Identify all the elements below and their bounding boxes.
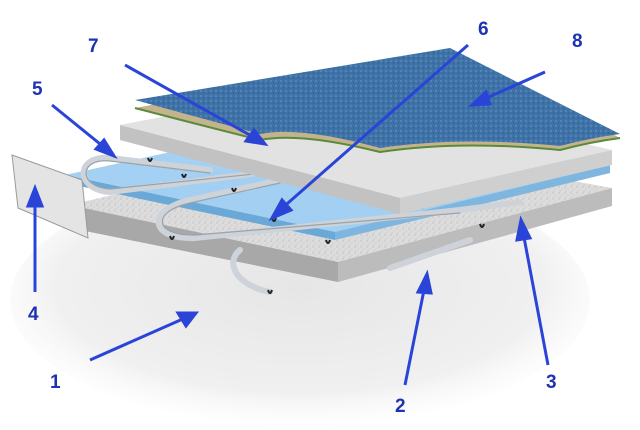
edge-damper-tape [11,154,89,239]
callout-label-1: 1 [50,372,61,393]
arrow-8 [481,70,546,102]
callout-label-8: 8 [572,31,583,52]
arrow-7 [124,63,256,140]
arrow-5 [51,103,106,150]
arrow-2 [403,284,427,386]
arrow-1 [89,316,186,362]
callout-label-4: 4 [28,304,39,325]
arrow-3 [521,231,550,366]
callout-label-7: 7 [88,36,99,57]
callout-label-6: 6 [478,19,489,40]
floor-covering [134,48,621,154]
callout-label-2: 2 [395,396,406,417]
arrow-6 [279,43,469,212]
heating-pipe [80,147,523,295]
callout-label-5: 5 [32,79,43,100]
callout-arrows [25,43,550,386]
callout-label-3: 3 [546,372,557,393]
